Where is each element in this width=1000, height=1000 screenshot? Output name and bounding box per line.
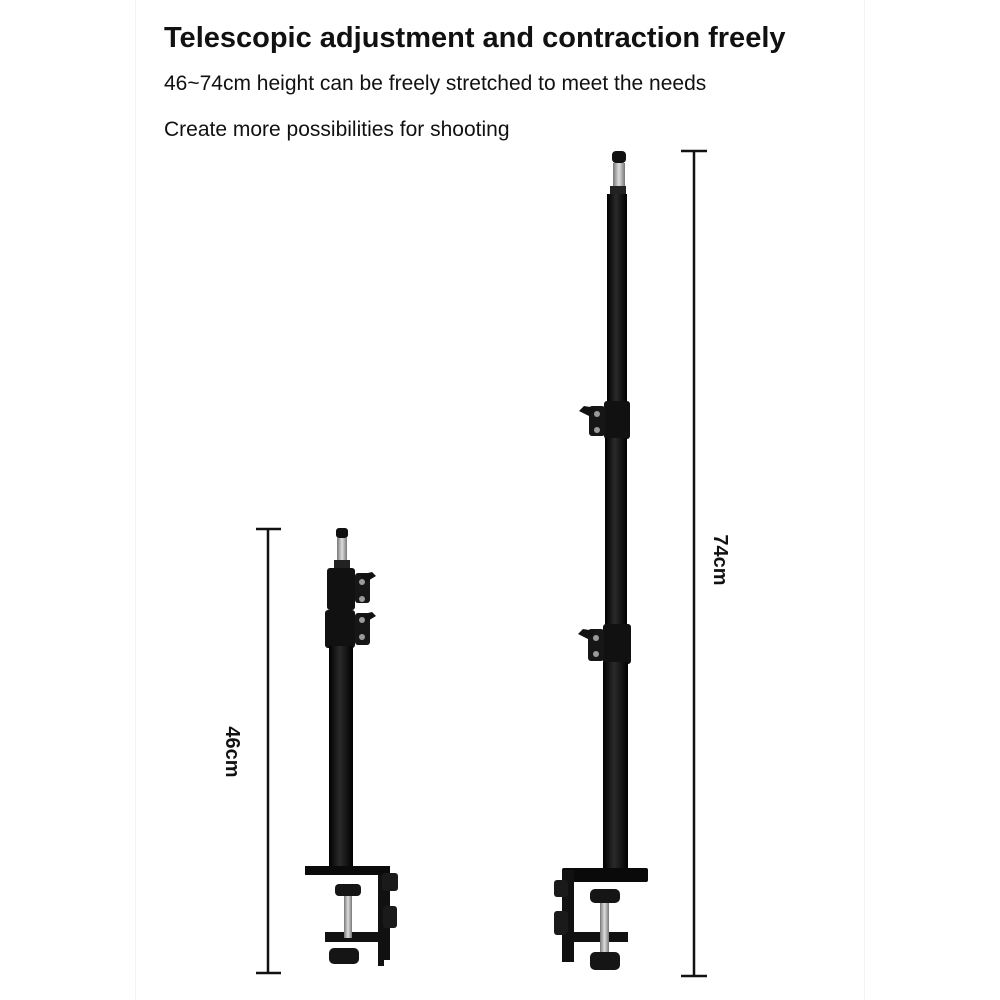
tall-stand — [554, 151, 648, 970]
measure-bar-46 — [256, 527, 281, 975]
label-46cm: 46cm — [221, 726, 243, 777]
measure-bar-74 — [681, 149, 707, 978]
heading-title: Telescopic adjustment and contraction fr… — [164, 22, 786, 54]
shooting-text: Create more possibilities for shooting — [164, 118, 510, 141]
short-stand — [305, 528, 398, 966]
label-74cm: 74cm — [709, 534, 731, 585]
image-frame — [135, 0, 865, 1000]
height-range-text: 46~74cm height can be freely stretched t… — [164, 72, 707, 95]
